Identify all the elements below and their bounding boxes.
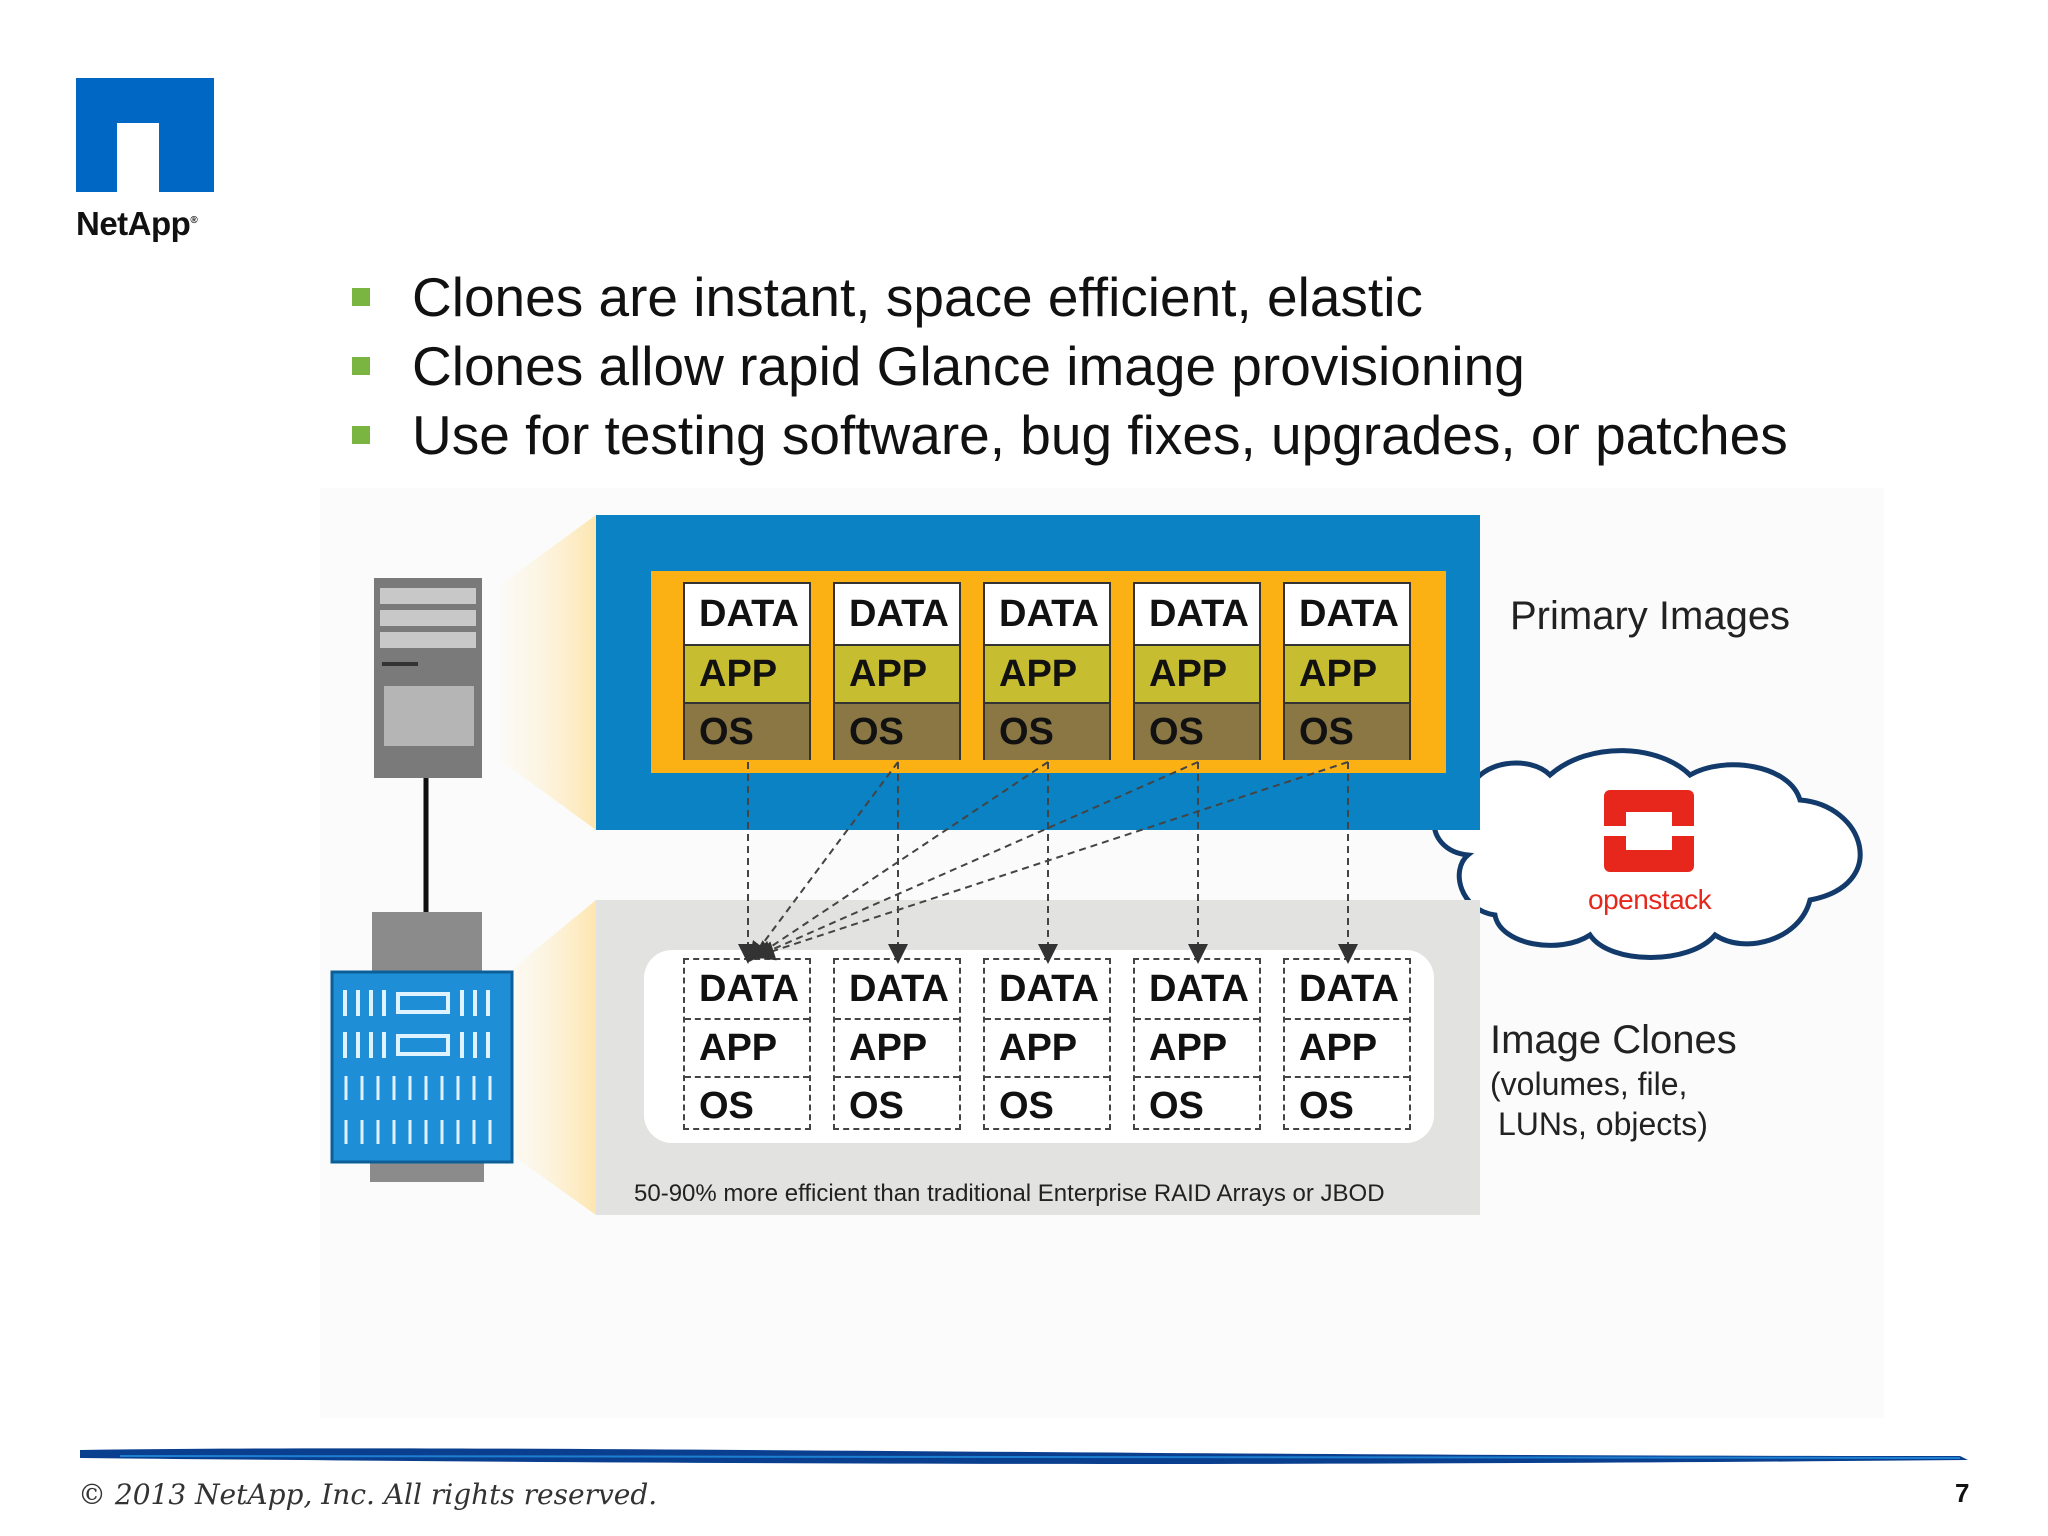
app-layer: APP (1285, 1018, 1409, 1076)
app-layer: APP (1135, 1018, 1259, 1076)
netapp-logo-notch (117, 123, 159, 192)
efficiency-note: 50-90% more efficient than traditional E… (634, 1180, 1385, 1207)
data-layer: DATA (685, 584, 809, 644)
os-layer: OS (685, 702, 809, 760)
data-layer: DATA (999, 967, 1099, 1010)
os-layer: OS (1135, 1076, 1259, 1134)
bullet-list: Clones are instant, space efficient, ela… (352, 262, 1952, 469)
bullet-item: Clones are instant, space efficient, ela… (352, 262, 1952, 331)
data-layer: DATA (849, 967, 949, 1010)
app-layer: APP (685, 1018, 809, 1076)
bullet-text: Clones allow rapid Glance image provisio… (412, 334, 1525, 397)
app-layer: APP (835, 644, 959, 702)
bullet-item: Use for testing software, bug fixes, upg… (352, 400, 1952, 469)
bullet-item: Clones allow rapid Glance image provisio… (352, 331, 1952, 400)
app-layer: APP (985, 1018, 1109, 1076)
clone-image-stack: DATA APP OS (833, 958, 961, 1130)
data-layer: DATA (985, 584, 1109, 644)
primary-image-stack: DATA APP OS (1283, 582, 1411, 760)
clone-image-stack: DATA APP OS (1133, 958, 1261, 1130)
os-layer: OS (1285, 702, 1409, 760)
bullet-square-icon (352, 425, 370, 444)
os-layer: OS (685, 1076, 809, 1134)
netapp-logo-text: NetApp® (76, 205, 198, 242)
data-layer: DATA (835, 584, 959, 644)
app-layer: APP (985, 644, 1109, 702)
primary-images-label: Primary Images (1510, 594, 1791, 638)
image-clones-container (644, 950, 1434, 1143)
server-icon (374, 578, 482, 778)
storage-array-icon (330, 912, 514, 1182)
openstack-wordmark: openstack (1588, 884, 1712, 915)
primary-image-stack: DATA APP OS (983, 582, 1111, 760)
data-layer: DATA (1149, 967, 1249, 1010)
bullet-square-icon (352, 287, 370, 306)
os-layer: OS (1135, 702, 1259, 760)
app-layer: APP (835, 1018, 959, 1076)
storage-callout-wedge (505, 900, 596, 1215)
primary-image-stack: DATA APP OS (1133, 582, 1261, 760)
server-callout-wedge (500, 515, 596, 830)
app-layer: APP (1135, 644, 1259, 702)
data-layer: DATA (1135, 584, 1259, 644)
app-layer: APP (685, 644, 809, 702)
clone-image-stack: DATA APP OS (983, 958, 1111, 1130)
clone-image-stack: DATA APP OS (683, 958, 811, 1130)
bullet-square-icon (352, 356, 370, 375)
os-layer: OS (835, 1076, 959, 1134)
data-layer: DATA (1285, 584, 1409, 644)
copyright-text: © 2013 NetApp, Inc. All rights reserved. (78, 1478, 658, 1511)
os-layer: OS (835, 702, 959, 760)
bullet-text: Use for testing software, bug fixes, upg… (412, 403, 1788, 466)
image-clones-sublabel-2: LUNs, objects) (1498, 1106, 1708, 1142)
openstack-logo-icon (1604, 790, 1694, 872)
app-layer: APP (1285, 644, 1409, 702)
primary-image-stack: DATA APP OS (833, 582, 961, 760)
data-layer: DATA (699, 967, 799, 1010)
bullet-text: Clones are instant, space efficient, ela… (412, 265, 1423, 328)
os-layer: OS (985, 1076, 1109, 1134)
clone-image-stack: DATA APP OS (1283, 958, 1411, 1130)
os-layer: OS (985, 702, 1109, 760)
os-layer: OS (1285, 1076, 1409, 1134)
data-layer: DATA (1299, 967, 1399, 1010)
image-clones-label: Image Clones (1490, 1018, 1737, 1062)
image-clones-sublabel-1: (volumes, file, (1490, 1066, 1688, 1102)
primary-image-stack: DATA APP OS (683, 582, 811, 760)
page-number: 7 (1955, 1478, 1970, 1508)
